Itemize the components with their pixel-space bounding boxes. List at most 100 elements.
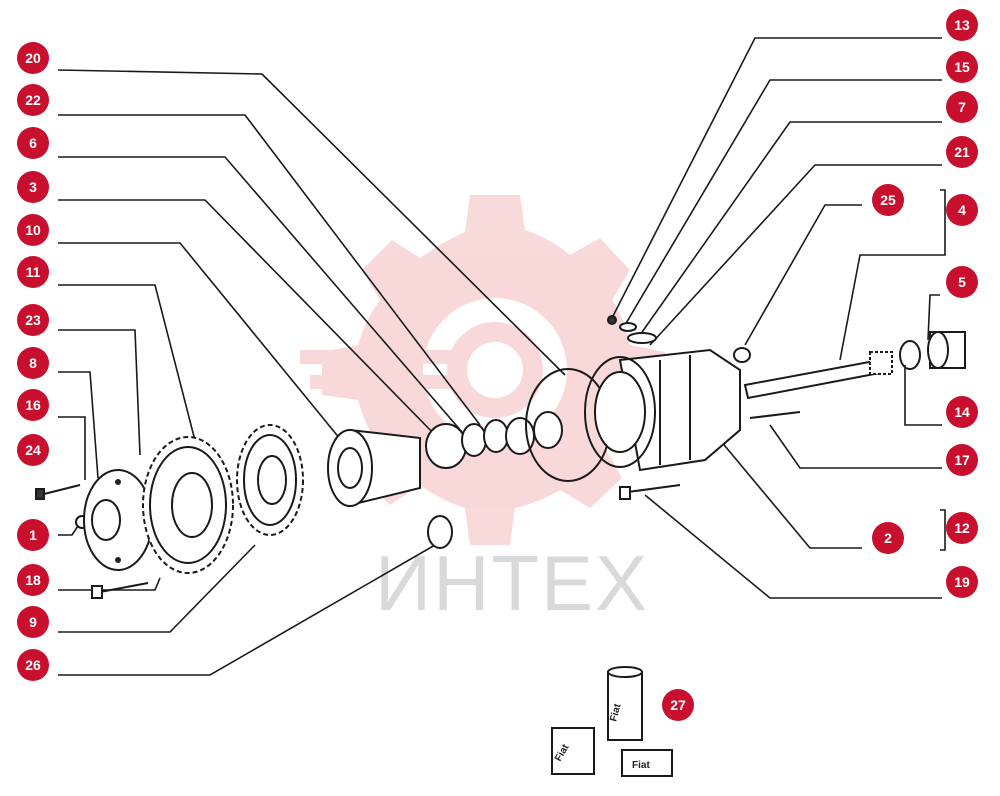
callout-19: 19: [946, 566, 978, 598]
callout-badge: [17, 256, 49, 288]
spur-gear-11-part: [142, 436, 234, 574]
callout-16: 16: [17, 389, 49, 421]
callout-12: 12: [946, 512, 978, 544]
bearing-ring-part: [533, 411, 563, 449]
leader-26: [58, 544, 436, 676]
callout-18: 18: [17, 564, 49, 596]
callout-label: 14: [954, 404, 970, 420]
callout-badge: [946, 396, 978, 428]
package-label-1: Fiat: [608, 702, 623, 723]
callout-badge: [946, 9, 978, 41]
leader-14: [904, 365, 942, 426]
leader-11: [58, 284, 201, 461]
callout-badge: [17, 649, 49, 681]
callout-23: 23: [17, 304, 49, 336]
leader-13: [611, 37, 942, 319]
leader-18: [58, 577, 161, 591]
leader-25: [744, 204, 862, 346]
callout-badge: [872, 184, 904, 216]
leader-22: [58, 114, 481, 426]
bearing-5-part: [927, 331, 966, 369]
callout-22: 22: [17, 84, 49, 116]
callout-17: 17: [946, 444, 978, 476]
callout-1: 1: [17, 519, 49, 551]
callout-label: 13: [954, 17, 970, 33]
washer-15-part: [619, 322, 637, 332]
callout-label: 23: [25, 312, 41, 328]
leader-lines: [57, 37, 946, 676]
housing-2-part: [584, 348, 741, 472]
callout-label: 20: [25, 50, 41, 66]
callout-label: 8: [29, 355, 37, 371]
kit-27-part: Fiat Fiat Fiat: [551, 666, 673, 777]
callout-26: 26: [17, 649, 49, 681]
callout-label: 27: [670, 697, 686, 713]
callout-11: 11: [17, 256, 49, 288]
callout-label: 4: [958, 202, 966, 218]
callout-label: 26: [25, 657, 41, 673]
callout-badge: [946, 194, 978, 226]
ring-22-part: [483, 419, 509, 453]
callout-label: 16: [25, 397, 41, 413]
callout-label: 5: [958, 274, 966, 290]
callout-label: 10: [25, 222, 41, 238]
callout-4: 4: [946, 194, 978, 226]
pin-17-part: [749, 411, 801, 419]
callout-10: 10: [17, 214, 49, 246]
callout-2: 2: [872, 522, 904, 554]
callout-label: 2: [884, 530, 892, 546]
leader-2: [719, 439, 862, 549]
flange-plate-8-part: [83, 469, 153, 571]
callout-24: 24: [17, 434, 49, 466]
callout-badge: [17, 127, 49, 159]
snap-ring-14-part: [899, 340, 921, 370]
callout-label: 11: [26, 264, 41, 280]
callout-25: 25: [872, 184, 904, 216]
callout-label: 18: [25, 572, 41, 588]
leader-23: [58, 329, 141, 456]
callout-label: 17: [954, 452, 970, 468]
plate-7-part: [627, 332, 657, 344]
callout-badge: [946, 566, 978, 598]
leader-19: [644, 494, 942, 599]
leader-20: [57, 69, 566, 376]
leader-10: [58, 242, 346, 446]
callout-6: 6: [17, 127, 49, 159]
callout-20: 20: [17, 42, 49, 74]
callout-badge: [946, 91, 978, 123]
callout-group: 2022631011238162411892613157212545141721…: [17, 9, 978, 721]
callout-badge: [17, 214, 49, 246]
callout-label: 3: [29, 179, 37, 195]
gear-9-part: [236, 424, 304, 536]
shaft-4-part: [743, 351, 893, 400]
leader-7: [639, 121, 942, 336]
callout-badge: [946, 266, 978, 298]
callout-badge: [872, 522, 904, 554]
leader-21: [649, 164, 942, 346]
screw-13-part: [607, 315, 617, 325]
callout-label: 1: [29, 527, 37, 543]
screw-24-part: [35, 484, 81, 500]
callout-label: 7: [958, 99, 966, 115]
leader-3: [58, 199, 441, 441]
callout-badge: [17, 389, 49, 421]
washer-26-part: [427, 515, 453, 549]
leader-17: [769, 424, 942, 469]
callout-label: 19: [954, 574, 970, 590]
callout-7: 7: [946, 91, 978, 123]
leader-8: [58, 371, 99, 479]
callout-badge: [17, 347, 49, 379]
callout-27: 27: [662, 689, 694, 721]
parts-assembly: Fiat Fiat Fiat: [35, 315, 966, 777]
leader-15: [624, 79, 942, 326]
callout-9: 9: [17, 606, 49, 638]
bolt-18-part: [91, 582, 149, 599]
callout-14: 14: [946, 396, 978, 428]
callout-badge: [946, 136, 978, 168]
ring-3-part: [425, 423, 467, 469]
callout-13: 13: [946, 9, 978, 41]
leader-5: [927, 294, 940, 341]
callout-label: 21: [954, 144, 970, 160]
